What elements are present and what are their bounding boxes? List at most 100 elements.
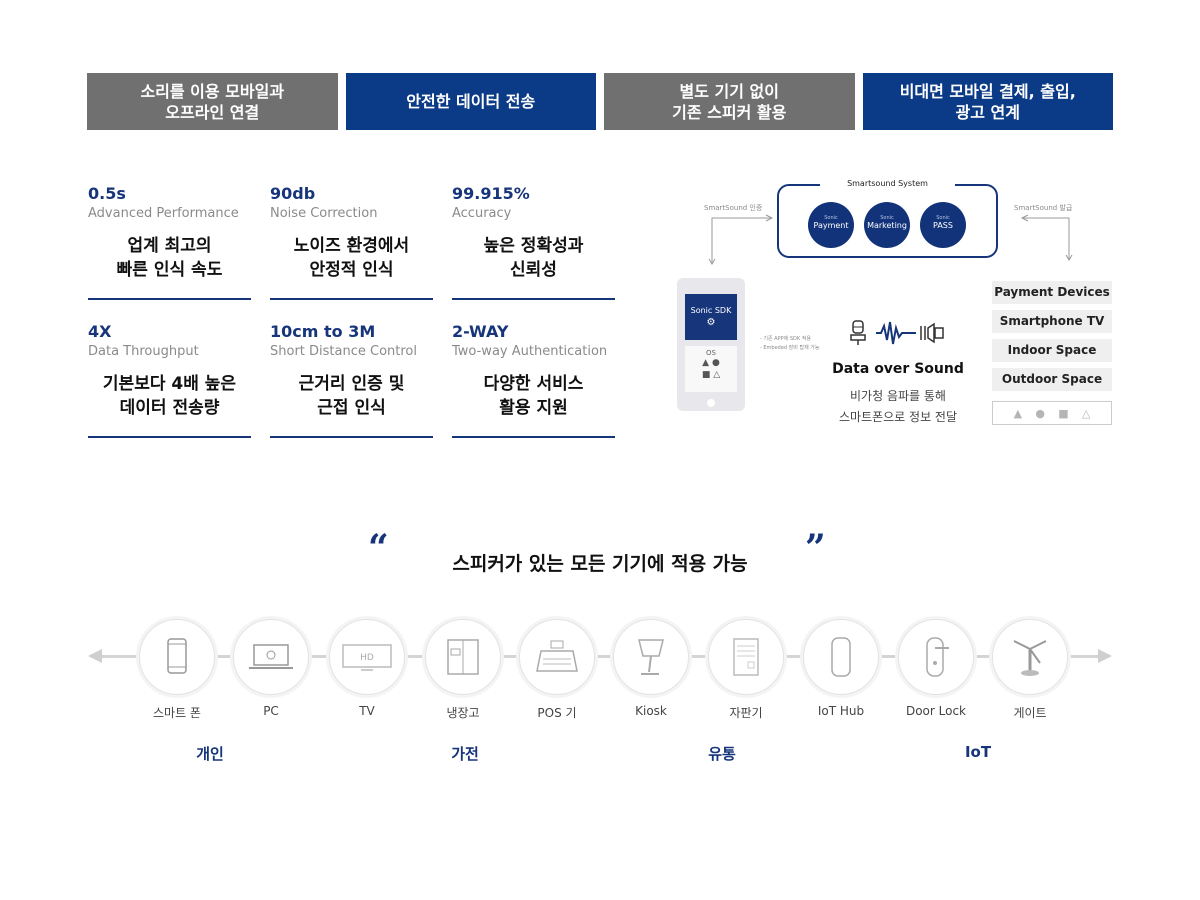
phone-note-2: - Embeded 장비 탑재 가능: [760, 345, 820, 351]
iot-hub-icon: [803, 619, 879, 695]
waveform-icon: [876, 321, 916, 345]
module-name: Marketing: [867, 221, 907, 230]
device-name: 게이트: [1013, 706, 1047, 720]
device-name: Kiosk: [635, 704, 667, 718]
device-name: POS 기: [537, 706, 577, 720]
stat-subtitle: Two-way Authentication: [452, 344, 608, 359]
module-prefix: Sonic: [936, 215, 950, 221]
smartphone-icon: [139, 619, 215, 695]
device-outdoor-space: Outdoor Space: [992, 368, 1112, 391]
door-lock-icon: [898, 619, 974, 695]
stat-value: 10cm to 3M: [270, 322, 376, 341]
stat-description: 근거리 인증 및 근접 인식: [298, 374, 405, 418]
device-vending: 자판기: [708, 619, 784, 721]
vending-machine-icon: [708, 619, 784, 695]
banner-offline-connect: 소리를 이용 모바일과 오프라인 연결: [87, 73, 338, 130]
stat-subtitle: Short Distance Control: [270, 344, 417, 359]
stat-value: 90db: [270, 184, 316, 203]
linux-icon: △: [1081, 406, 1091, 420]
module-prefix: Sonic: [880, 215, 894, 221]
laptop-icon: [233, 619, 309, 695]
device-name: IoT Hub: [817, 704, 865, 718]
module-name: PASS: [933, 221, 953, 230]
device-name: PC: [263, 704, 279, 718]
os-icons: ▲ ● ■ △: [685, 357, 737, 381]
module-sonic-payment: Sonic Payment: [808, 202, 854, 248]
category-iot: IoT: [964, 743, 992, 761]
stat-subtitle: Advanced Performance: [88, 206, 239, 221]
kiosk-icon: [613, 619, 689, 695]
sound-wave-graphic: [850, 320, 944, 345]
windows-icon: ■: [701, 370, 711, 380]
connector-arrows: [708, 214, 1073, 265]
category-personal: 개인: [196, 745, 224, 763]
stat-subtitle: Accuracy: [452, 206, 512, 221]
phone-illustration: Sonic SDK ⚙ OS ▲ ● ■ △: [677, 278, 745, 411]
module-sonic-marketing: Sonic Marketing: [864, 202, 910, 248]
stat-value: 4X: [88, 322, 112, 341]
banner-existing-speaker: 별도 기기 없이 기존 스피커 활용: [604, 73, 855, 130]
stat-description: 다양한 서비스 활용 지원: [483, 374, 584, 418]
stat-throughput: 4X Data Throughput 기본보다 4배 높은 데이터 전송량: [88, 322, 251, 438]
stat-description: 높은 정확성과 신뢰성: [483, 236, 584, 280]
device-pc: PC: [233, 619, 309, 718]
microphone-icon: [850, 320, 866, 345]
stat-noise: 90db Noise Correction 노이즈 환경에서 안정적 인식: [270, 184, 433, 300]
windows-icon: ■: [1058, 406, 1069, 420]
device-pos: POS 기: [519, 619, 595, 721]
banner-secure-transfer: 안전한 데이터 전송: [345, 73, 596, 130]
stat-description: 업계 최고의 빠른 인식 속도: [116, 236, 223, 280]
android-icon: ▲: [1013, 406, 1023, 420]
quote-text: 스피커가 있는 모든 기기에 적용 가능: [452, 553, 748, 575]
device-tv: HD TV: [329, 619, 405, 718]
device-smartphone-tv: Smartphone TV: [992, 310, 1112, 333]
stat-subtitle: Data Throughput: [88, 344, 199, 359]
stat-two-way: 2-WAY Two-way Authentication 다양한 서비스 활용 …: [452, 322, 615, 438]
quote-close-icon: ”: [805, 527, 826, 569]
sdk-panel: Sonic SDK ⚙: [685, 294, 737, 340]
apple-icon: ●: [711, 358, 720, 368]
data-over-sound-title: Data over Sound: [832, 361, 964, 377]
device-name: TV: [359, 704, 375, 718]
stat-performance: 0.5s Advanced Performance 업계 최고의 빠른 인식 속…: [88, 184, 251, 300]
device-door-lock: Door Lock: [898, 619, 974, 718]
os-panel: OS ▲ ● ■ △: [685, 346, 737, 392]
android-icon: ▲: [702, 358, 710, 368]
issue-label: SmartSound 발급: [1014, 204, 1073, 212]
module-sonic-pass: Sonic PASS: [920, 202, 966, 248]
category-retail: 유통: [708, 745, 736, 763]
data-over-sound-description: 비가청 음파를 통해 스마트폰으로 정보 전달: [838, 389, 958, 424]
quote-open-icon: “: [368, 527, 389, 569]
device-kiosk: Kiosk: [613, 619, 689, 718]
refrigerator-icon: [425, 619, 501, 695]
gear-icon: ⚙: [706, 317, 716, 328]
banner-contactless-payment: 비대면 모바일 결제, 출입, 광고 연계: [862, 73, 1113, 130]
device-name: 냉장고: [446, 706, 480, 720]
stat-description: 노이즈 환경에서 안정적 인식: [293, 236, 410, 280]
os-label: OS: [706, 349, 716, 357]
tv-icon: HD: [329, 619, 405, 695]
arrow-left-icon: [88, 649, 102, 663]
device-name: 스마트 폰: [153, 706, 201, 720]
tv-hd-badge: HD: [360, 653, 374, 663]
stat-value: 0.5s: [88, 184, 126, 203]
device-refrigerator: 냉장고: [425, 619, 501, 721]
speaker-icon: [920, 322, 944, 344]
stat-value: 99.915%: [452, 184, 530, 203]
stat-accuracy: 99.915% Accuracy 높은 정확성과 신뢰성: [452, 184, 615, 300]
sdk-label: Sonic SDK: [690, 306, 732, 315]
stat-distance: 10cm to 3M Short Distance Control 근거리 인증…: [270, 322, 433, 438]
stat-description: 기본보다 4배 높은 데이터 전송량: [102, 374, 237, 418]
arrow-right-icon: [1098, 649, 1112, 663]
linux-icon: △: [713, 370, 721, 380]
device-smartphone: 스마트 폰: [139, 619, 215, 721]
module-name: Payment: [813, 221, 849, 230]
device-payment-devices: Payment Devices: [992, 281, 1112, 304]
feature-banners: 소리를 이용 모바일과 오프라인 연결 안전한 데이터 전송 별도 기기 없이 …: [87, 73, 1113, 130]
pos-register-icon: [519, 619, 595, 695]
auth-label: SmartSound 인증: [704, 204, 763, 212]
turnstile-gate-icon: [992, 619, 1068, 695]
apple-icon: ●: [1035, 406, 1045, 420]
stat-value: 2-WAY: [452, 322, 509, 341]
home-button: [707, 399, 715, 407]
